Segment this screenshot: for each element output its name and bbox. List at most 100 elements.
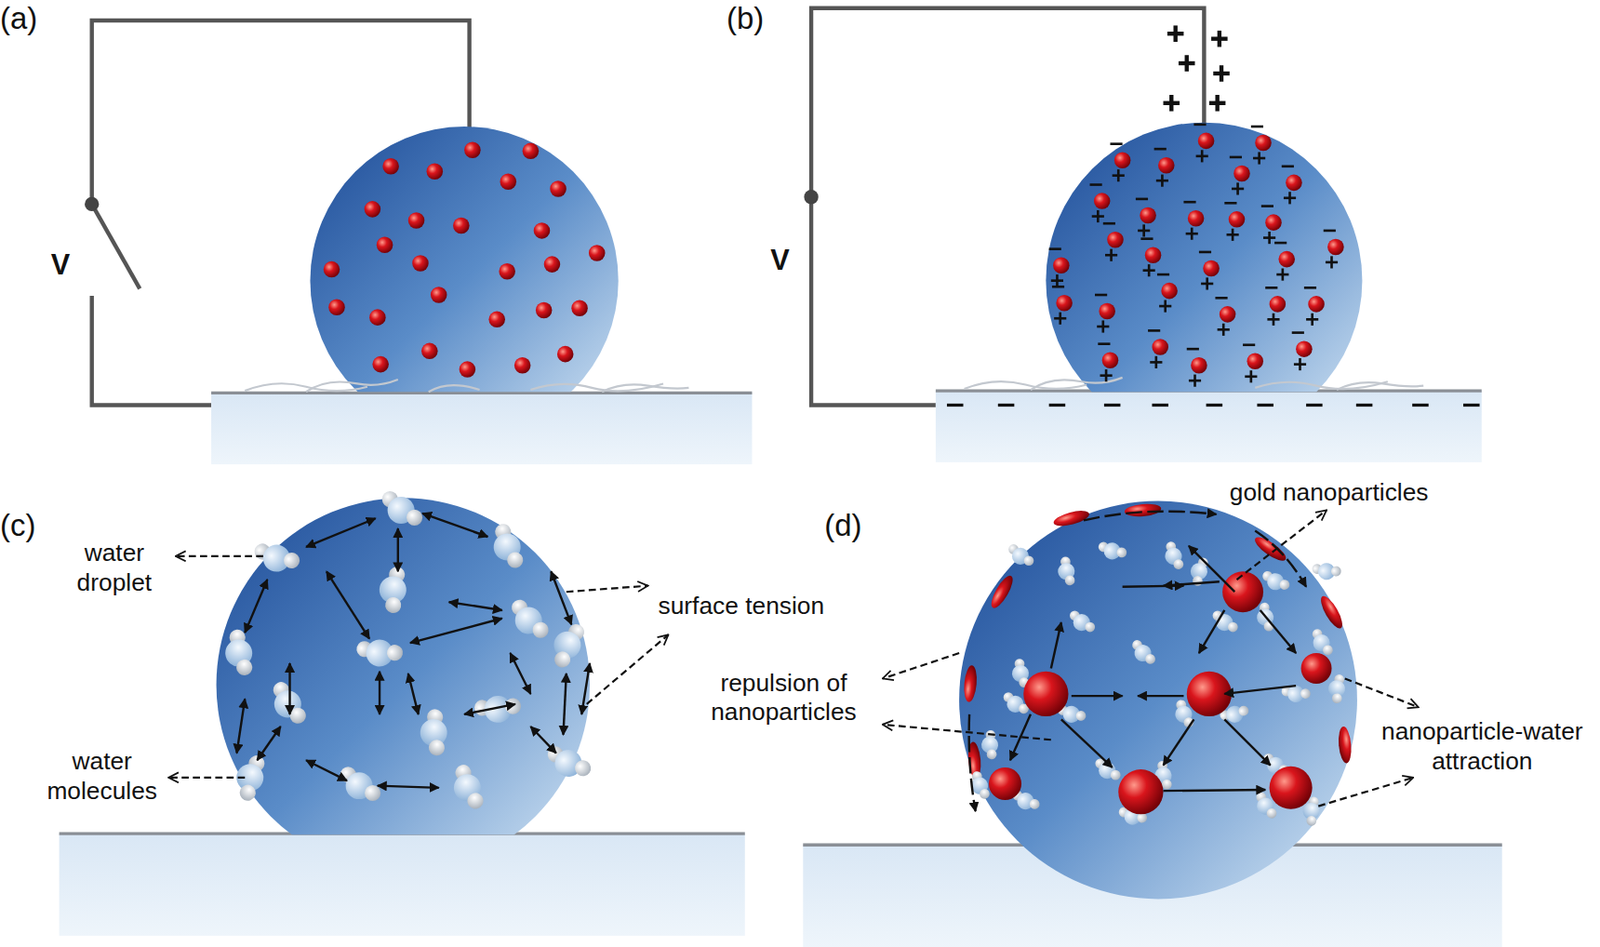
charge-stroke: [1272, 313, 1276, 326]
substrate-fiber: [964, 381, 1088, 389]
force-arrow: [1061, 719, 1113, 768]
charge-stroke: [1117, 169, 1120, 182]
hydrogen-atom: [1074, 709, 1088, 723]
hydrogen-atom: [233, 655, 256, 679]
positive-charge: [1325, 255, 1338, 268]
gold-nanoparticle: [588, 244, 606, 262]
positive-charge: [1092, 210, 1105, 223]
hydrogen-atom: [406, 509, 423, 526]
positive-charge: [1209, 94, 1227, 112]
gold-nanoparticle: [1246, 353, 1264, 371]
substrate-fiber: [1336, 382, 1424, 390]
positive-charge: [1167, 25, 1185, 42]
negative-charge: [1186, 347, 1200, 351]
substrate-fiber: [601, 384, 689, 392]
substrate: [935, 390, 1482, 463]
water-molecule: [213, 626, 267, 679]
gold-nanoparticle: [1093, 192, 1111, 210]
double-arrow: [509, 653, 531, 694]
water-molecule: [1158, 539, 1191, 572]
positive-charge: [1188, 374, 1201, 387]
hydrogen-atom: [1191, 574, 1205, 588]
surface-arrow: [1254, 530, 1307, 587]
water-molecule: [546, 740, 592, 782]
positive-charge: [1263, 231, 1276, 244]
negative-charge: [1049, 247, 1062, 251]
surface-nanoparticle: [987, 573, 1017, 612]
water-molecule: [1069, 610, 1095, 632]
charge-stroke: [1250, 370, 1254, 383]
charge-stroke: [1200, 149, 1204, 162]
water-molecule: [443, 761, 496, 813]
switch-pivot: [803, 189, 818, 204]
gold-nanoparticle: [498, 263, 516, 280]
charge-stroke: [1330, 255, 1334, 268]
hydrogen-atom: [364, 785, 381, 801]
positive-charge: [1276, 267, 1289, 280]
positive-charge: [1096, 320, 1109, 333]
hydrogen-atom: [553, 650, 573, 669]
positive-charge: [1244, 370, 1257, 383]
hydrogen-atom: [1329, 564, 1344, 579]
water-molecule: [1051, 554, 1085, 587]
hydrogen-atom: [382, 594, 404, 616]
hydrogen-atom: [977, 786, 992, 801]
double-arrow: [408, 673, 419, 715]
gold-nanoparticle: [1228, 211, 1246, 228]
positive-charge: [1053, 312, 1067, 325]
positive-charge: [1100, 369, 1113, 382]
positive-charge: [1105, 249, 1118, 262]
gold-nanoparticle: [1295, 340, 1313, 358]
double-arrow: [244, 579, 267, 633]
negative-charge: [1265, 286, 1278, 290]
hydrogen-atom: [531, 620, 550, 640]
gold-nanoparticle: [1151, 338, 1169, 356]
water-molecule: [506, 598, 553, 640]
surface-nanoparticle: [962, 665, 979, 703]
charge-stroke: [1222, 323, 1226, 336]
hydrogen-atom: [425, 736, 448, 760]
charge-stroke: [1163, 300, 1167, 313]
water-molecule: [482, 520, 535, 572]
gold-nanoparticle: [1118, 769, 1163, 814]
gold-nanoparticle: [1219, 306, 1237, 323]
hydrogen-atom: [464, 789, 486, 812]
double-arrow: [410, 618, 503, 643]
gold-nanoparticle: [557, 346, 574, 363]
negative-charge: [1256, 403, 1274, 407]
gold-nanoparticle: [1202, 260, 1220, 278]
hydrogen-atom: [1305, 813, 1320, 828]
force-arrow: [1071, 694, 1123, 697]
positive-charge: [1051, 274, 1064, 287]
gold-nanoparticle: [1198, 133, 1215, 150]
negative-charge: [1261, 204, 1274, 208]
hydrogen-atom: [1330, 691, 1345, 706]
gold-nanoparticle: [488, 311, 506, 329]
gold-nanoparticle: [1106, 231, 1124, 249]
negative-charge: [1140, 237, 1153, 240]
double-arrow: [581, 663, 590, 715]
negative-charge: [1199, 251, 1212, 254]
illustration-details: [168, 25, 1480, 829]
charge-stroke: [1257, 151, 1261, 164]
charge-stroke: [1205, 277, 1209, 290]
hydrogen-atom: [1063, 573, 1078, 587]
positive-charge: [1159, 300, 1172, 313]
double-arrow: [550, 571, 572, 625]
gold-nanoparticle: [412, 254, 429, 272]
negative-charge: [1154, 147, 1167, 151]
gold-nanoparticle: [1254, 134, 1272, 152]
charge-stroke: [1217, 30, 1222, 48]
substrate-fiber: [306, 379, 399, 392]
hydrogen-atom: [1144, 653, 1156, 665]
gold-nanoparticle: [464, 141, 481, 159]
force-arrow: [1199, 610, 1225, 654]
gold-nanoparticle: [1160, 282, 1178, 300]
gold-nanoparticle: [1158, 157, 1175, 174]
callout-label: repulsion of nanoparticles: [702, 667, 867, 727]
leader-line: [882, 724, 1052, 740]
charge-stroke: [1101, 320, 1105, 333]
negative-charge: [1090, 183, 1103, 187]
water-molecule: [1129, 639, 1159, 665]
gold-nanoparticle: [323, 261, 341, 279]
